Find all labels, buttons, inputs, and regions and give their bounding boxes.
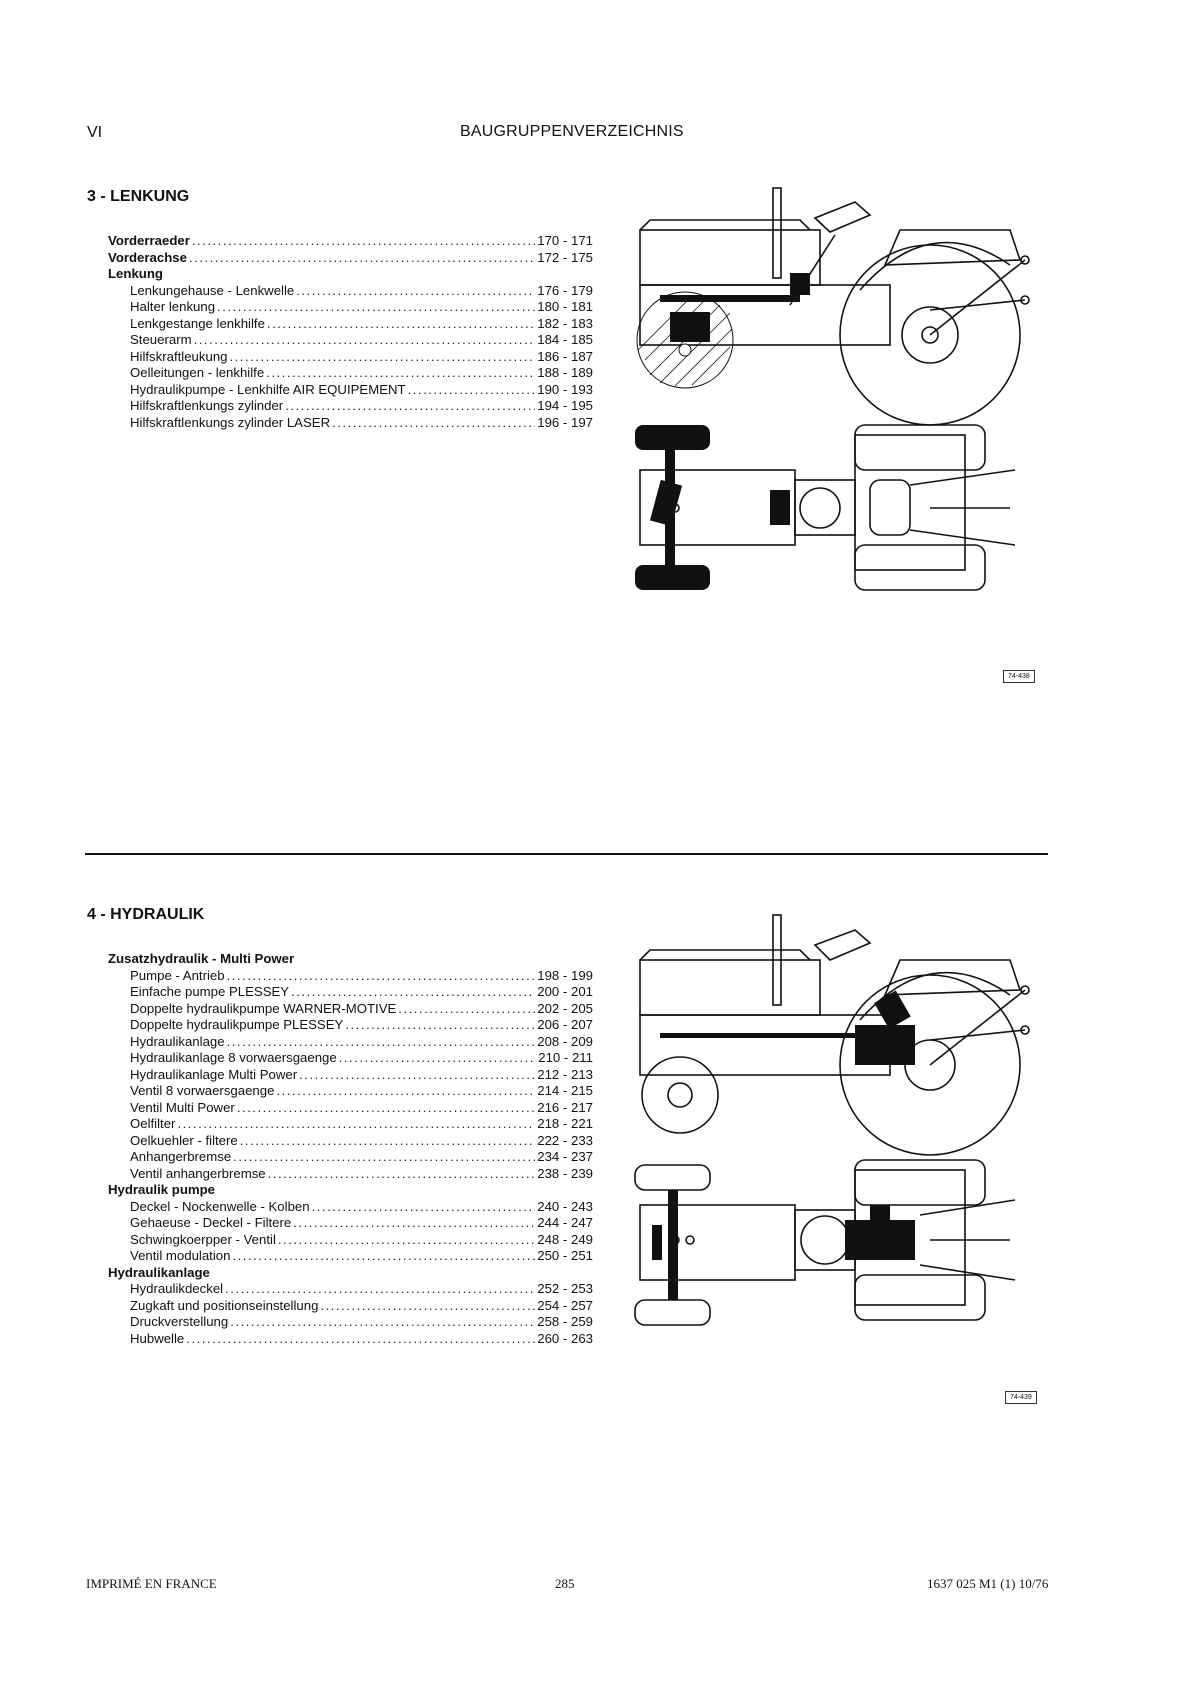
toc-entry: Druckverstellung258 - 259 — [108, 1314, 593, 1331]
toc-hydraulik: Zusatzhydraulik - Multi Power Pumpe - An… — [108, 951, 593, 1347]
toc-group-heading: Zusatzhydraulik - Multi Power — [108, 951, 295, 966]
toc-entry: Hydraulikpumpe - Lenkhilfe AIR EQUIPEMEN… — [108, 382, 593, 399]
toc-entry: Hydraulikdeckel252 - 253 — [108, 1281, 593, 1298]
page-roman-numeral: VI — [87, 124, 103, 141]
section-title-hydraulik: 4 - HYDRAULIK — [87, 906, 205, 923]
toc-entry: Oelfilter218 - 221 — [108, 1116, 593, 1133]
toc-entry: Ventil 8 vorwaersgaenge214 - 215 — [108, 1083, 593, 1100]
toc-entry: Doppelte hydraulikpumpe PLESSEY206 - 207 — [108, 1017, 593, 1034]
toc-entry: Zugkaft und positionseinstellung254 - 25… — [108, 1298, 593, 1315]
page-number: 285 — [555, 1576, 575, 1591]
toc-entry: Ventil modulation250 - 251 — [108, 1248, 593, 1265]
toc-entry: Einfache pumpe PLESSEY200 - 201 — [108, 984, 593, 1001]
toc-entry: Lenkgestange lenkhilfe182 - 183 — [108, 316, 593, 333]
footer-doc-code: 1637 025 M1 (1) 10/76 — [927, 1576, 1049, 1591]
tractor-hydraulic-diagram — [634, 914, 1030, 1326]
toc-entry: Vorderraeder170 - 171 — [108, 233, 593, 250]
toc-lenkung: Vorderraeder170 - 171 Vorderachse172 - 1… — [108, 233, 593, 431]
toc-entry: Oelkuehler - filtere222 - 233 — [108, 1133, 593, 1150]
tractor-steering-diagram — [635, 187, 1030, 591]
toc-entry: Deckel - Nockenwelle - Kolben240 - 243 — [108, 1199, 593, 1216]
section-divider — [85, 853, 1048, 855]
toc-entry: Lenkungehause - Lenkwelle176 - 179 — [108, 283, 593, 300]
toc-entry: Steuerarm184 - 185 — [108, 332, 593, 349]
toc-entry: Gehaeuse - Deckel - Filtere244 - 247 — [108, 1215, 593, 1232]
toc-entry: Ventil Multi Power216 - 217 — [108, 1100, 593, 1117]
toc-entry: Hilfskraftlenkungs zylinder LASER196 - 1… — [108, 415, 593, 432]
toc-entry: Oelleitungen - lenkhilfe188 - 189 — [108, 365, 593, 382]
toc-entry: Pumpe - Antrieb198 - 199 — [108, 968, 593, 985]
page-title: BAUGRUPPENVERZEICHNIS — [460, 123, 684, 140]
toc-entry: Hydraulikanlage Multi Power212 - 213 — [108, 1067, 593, 1084]
toc-group-heading: Hydraulik pumpe — [108, 1182, 215, 1197]
section-title-lenkung: 3 - LENKUNG — [87, 188, 190, 205]
toc-entry: Hubwelle260 - 263 — [108, 1331, 593, 1348]
toc-entry: Vorderachse172 - 175 — [108, 250, 593, 267]
footer-imprint: IMPRIMÉ EN FRANCE — [86, 1576, 217, 1591]
toc-group-heading: Hydraulikanlage — [108, 1264, 210, 1280]
figure-code-lenkung: 74-438 — [1003, 670, 1035, 683]
toc-entry: Schwingkoerpper - Ventil248 - 249 — [108, 1232, 593, 1249]
toc-entry: Hydraulikanlage 8 vorwaersgaenge210 - 21… — [108, 1050, 593, 1067]
toc-entry: Doppelte hydraulikpumpe WARNER-MOTIVE202… — [108, 1001, 593, 1018]
toc-group-heading: Lenkung — [108, 266, 163, 281]
toc-entry: Hilfskraftleukung186 - 187 — [108, 349, 593, 366]
toc-entry: Halter lenkung180 - 181 — [108, 299, 593, 316]
toc-entry: Ventil anhangerbremse238 - 239 — [108, 1166, 593, 1183]
toc-entry: Anhangerbremse234 - 237 — [108, 1149, 593, 1166]
toc-entry: Hydraulikanlage208 - 209 — [108, 1034, 593, 1051]
toc-entry: Hilfskraftlenkungs zylinder194 - 195 — [108, 398, 593, 415]
figure-code-hydraulik: 74-439 — [1005, 1391, 1037, 1404]
